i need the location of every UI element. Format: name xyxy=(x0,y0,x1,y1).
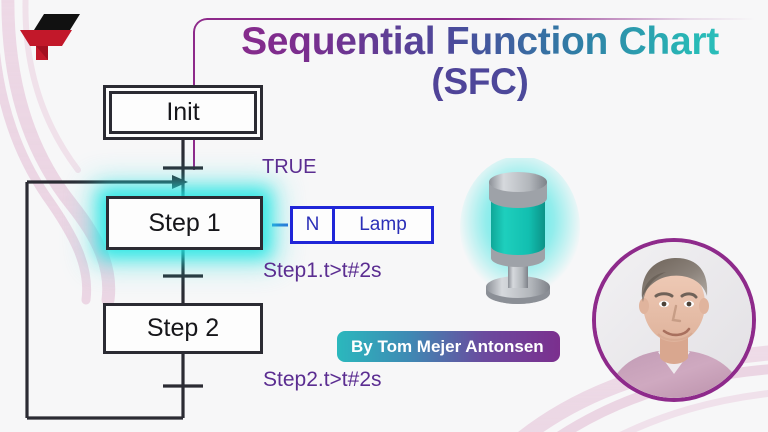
avatar xyxy=(592,238,756,402)
tower-lamp-icon xyxy=(460,158,580,304)
action-qualifier-cell: N xyxy=(293,209,335,241)
transition-label-step2: Step2.t>t#2s xyxy=(263,368,382,391)
transition-label-step1: Step1.t>t#2s xyxy=(263,259,382,282)
sfc-step-2[interactable]: Step 2 xyxy=(103,303,263,354)
brand-logo-icon xyxy=(20,14,80,60)
sfc-step-2-label: Step 2 xyxy=(146,314,220,342)
sfc-action-box[interactable]: N Lamp xyxy=(290,206,434,244)
sfc-step-init-label: Init xyxy=(166,98,200,126)
transition-label-true: TRUE xyxy=(262,156,317,178)
author-badge-text: By Tom Mejer Antonsen xyxy=(351,336,544,356)
author-badge: By Tom Mejer Antonsen xyxy=(337,331,560,362)
sfc-step-1[interactable]: Step 1 xyxy=(106,196,263,250)
title-line-primary: Sequential Function Chart xyxy=(200,22,760,62)
page-title: Sequential Function Chart (SFC) xyxy=(200,22,760,101)
sfc-step-1-label: Step 1 xyxy=(148,208,221,237)
sfc-step-init[interactable]: Init xyxy=(103,85,263,140)
action-name-cell: Lamp xyxy=(359,214,407,235)
loop-back-arrowhead xyxy=(172,175,188,189)
title-line-secondary: (SFC) xyxy=(200,63,760,101)
